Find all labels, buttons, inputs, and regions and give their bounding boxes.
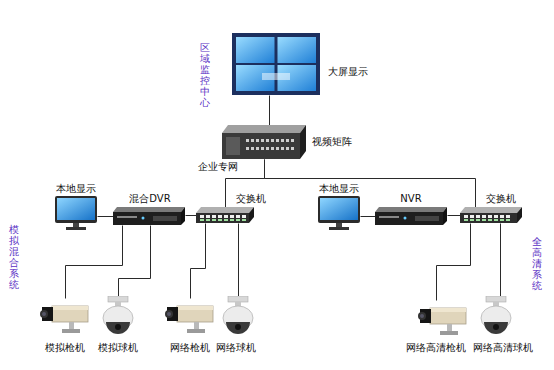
network-label: 企业专网: [198, 161, 238, 173]
monitor-illustration: [55, 196, 97, 230]
matrix-illustration: [222, 125, 306, 159]
network-cable: [191, 224, 206, 299]
dome-camera: 网络高清球机: [478, 296, 514, 338]
network-cable: [66, 226, 123, 299]
local-monitor: 本地显示: [55, 196, 97, 230]
box-camera: 网络高清枪机: [418, 300, 468, 336]
device-label: 网络枪机: [170, 342, 210, 354]
gun-illustration: [418, 300, 468, 336]
region-title: 区域监控中心: [200, 42, 210, 108]
network-switch: 交换机: [196, 207, 254, 223]
dome-illustration: [478, 296, 514, 338]
device-label: 网络高清枪机: [406, 342, 466, 354]
gun-illustration: [40, 298, 90, 334]
network-cable: [119, 226, 151, 297]
box-camera: 模拟枪机: [40, 298, 90, 334]
switch-illustration: [196, 207, 254, 223]
device-label: 本地显示: [319, 183, 359, 195]
gun-illustration: [165, 298, 215, 334]
system-title: 模拟混合系统: [9, 224, 19, 290]
dome-illustration: [100, 296, 136, 336]
local-monitor: 本地显示: [318, 196, 360, 230]
network-cable: [98, 216, 114, 217]
screen-illustration: [232, 33, 320, 95]
system-title: 全高清系统: [532, 236, 542, 291]
dvr-illustration: [113, 207, 185, 225]
nvr-recorder: NVR: [375, 207, 447, 225]
device-label: NVR: [400, 193, 421, 205]
network-cable: [186, 215, 197, 216]
network-switch: 交换机: [460, 207, 522, 223]
device-label: 模拟球机: [98, 342, 138, 354]
device-label: 交换机: [486, 193, 516, 205]
display-wall: 大屏显示: [232, 33, 320, 95]
network-cable: [361, 216, 376, 217]
network-cable: [265, 160, 476, 208]
device-label: 网络高清球机: [473, 342, 533, 354]
device-label: 本地显示: [56, 183, 96, 195]
network-cable: [448, 215, 461, 216]
monitor-illustration: [318, 196, 360, 230]
device-label: 视频矩阵: [312, 136, 352, 148]
network-cable: [269, 96, 270, 126]
device-label: 交换机: [236, 193, 266, 205]
device-label: 大屏显示: [328, 66, 368, 78]
box-camera: 网络枪机: [165, 298, 215, 334]
device-label: 混合DVR: [129, 193, 170, 205]
hybrid-dvr: 混合DVR: [113, 207, 185, 225]
network-cable: [500, 224, 501, 297]
network-cable: [238, 224, 239, 297]
dome-camera: 网络球机: [220, 296, 256, 336]
video-matrix: 视频矩阵: [222, 125, 306, 159]
device-label: 模拟枪机: [45, 342, 85, 354]
dvr-illustration: [375, 207, 447, 225]
device-label: 网络球机: [216, 342, 256, 354]
dome-illustration: [220, 296, 256, 336]
switch-illustration: [460, 207, 522, 223]
dome-camera: 模拟球机: [100, 296, 136, 336]
network-cable: [437, 224, 471, 301]
